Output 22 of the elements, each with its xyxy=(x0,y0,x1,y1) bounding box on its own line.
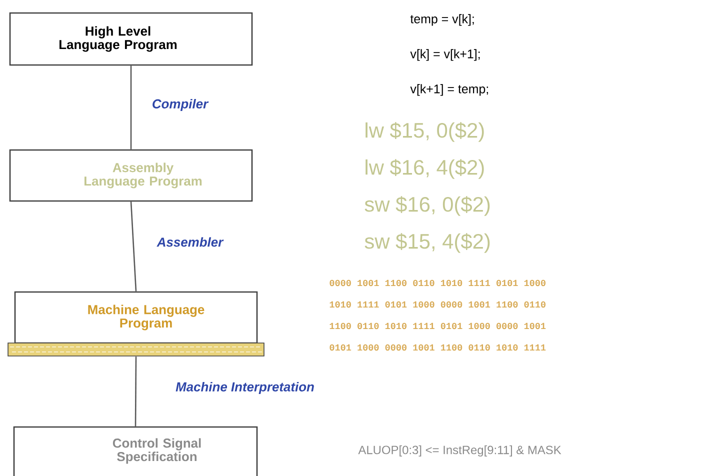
binary-code-line: 0000 1001 1100 0110 1010 1111 0101 1000 xyxy=(330,280,546,286)
edge-label: Assembler xyxy=(156,237,224,247)
program-box: Assembly Language Program xyxy=(9,149,253,202)
edge-label: Machine Interpretation xyxy=(176,382,314,394)
binary-code-line: 0101 1000 0000 1001 1100 0110 1010 1111 xyxy=(330,344,546,351)
binary-code-line: 1010 1111 0101 1000 0000 1001 1100 0110 xyxy=(330,301,546,308)
program-box: High Level Language Program xyxy=(9,12,253,66)
binary-code-line: 1100 0110 1010 1111 0101 1000 0000 1001 xyxy=(330,322,546,330)
assembly-code-line: sw $15, 4($2) xyxy=(364,233,490,253)
source-code-line: temp = v[k]; xyxy=(410,14,474,26)
assembly-code-line: lw $15, 0($2) xyxy=(366,122,484,142)
source-code-line: v[k+1] = temp; xyxy=(410,84,488,96)
edge-label: Compiler xyxy=(152,98,209,112)
program-box: Control Signal Specification xyxy=(13,426,258,476)
connector-line xyxy=(134,356,137,426)
connector-line xyxy=(130,66,132,150)
assembly-code-line: lw $16, 4($2) xyxy=(366,159,484,179)
control-signal-text: ALUOP[0:3] <= InstReg[9:11] & MASK xyxy=(358,445,562,457)
source-code-line: v[k] = v[k+1]; xyxy=(410,49,480,61)
assembly-code-line: sw $16, 0($2) xyxy=(364,196,490,216)
program-box: Machine Language Program xyxy=(8,291,264,356)
connector-line xyxy=(130,202,137,292)
